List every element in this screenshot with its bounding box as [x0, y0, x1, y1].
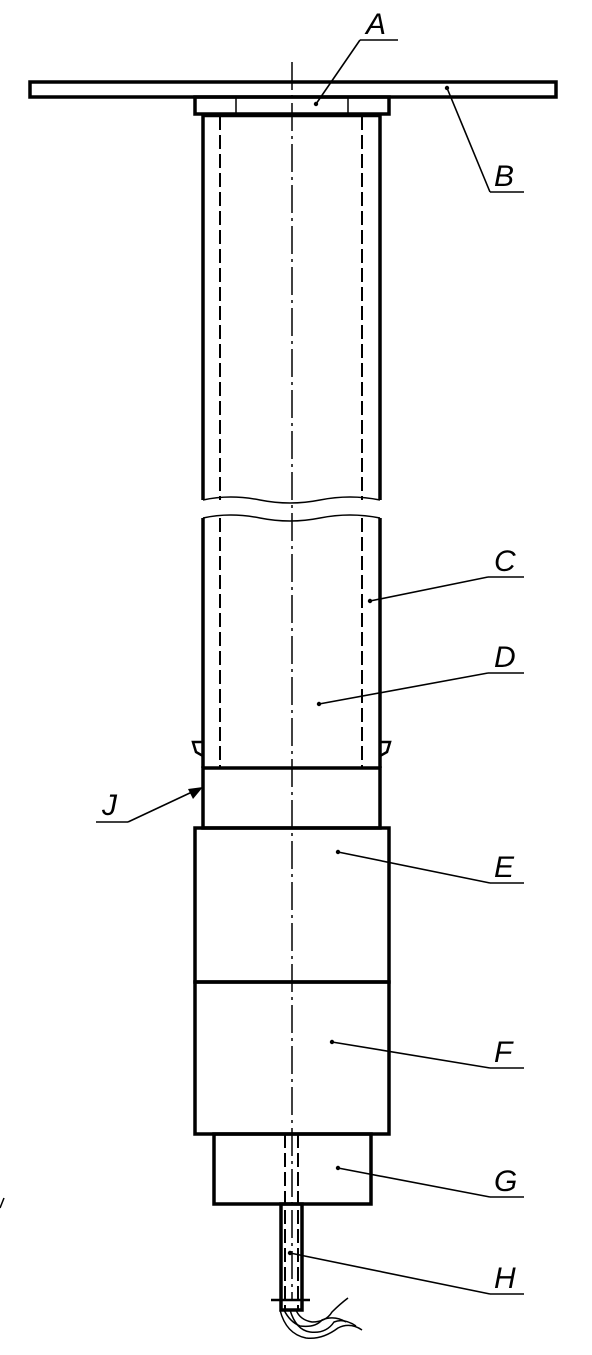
leader-f: [331, 1041, 491, 1069]
leader-j: [127, 791, 193, 823]
leader-e: [337, 851, 491, 884]
label-a: A: [364, 8, 386, 41]
clip-left: [191, 740, 204, 758]
leader-c: [369, 576, 489, 602]
leader-c-dot: [367, 598, 373, 604]
leader-b: [446, 87, 491, 193]
leader-f-dot: [329, 1039, 335, 1045]
leader-b-dot: [444, 85, 450, 91]
leader-g: [337, 1167, 491, 1198]
label-d: D: [494, 641, 516, 674]
label-b: B: [494, 160, 514, 193]
leader-e-dot: [335, 849, 341, 855]
label-f: F: [494, 1036, 514, 1069]
label-h: H: [494, 1262, 516, 1295]
wires: [279, 1309, 363, 1340]
label-c: C: [494, 545, 516, 578]
top-plate: [28, 80, 558, 99]
break-line-upper: [202, 496, 381, 504]
wires: [283, 1309, 347, 1328]
label-e: E: [494, 851, 515, 884]
break-line-lower: [202, 514, 381, 522]
leader-g-dot: [335, 1165, 341, 1171]
label-j: J: [101, 789, 118, 822]
leader-d-dot: [316, 701, 322, 707]
leader-d: [318, 672, 489, 705]
wires: [289, 1309, 357, 1334]
leader-a: [315, 39, 361, 105]
leader-j-arrowhead: [188, 787, 203, 799]
clip-right: [379, 740, 392, 758]
leader-a-dot: [313, 101, 319, 107]
leader-h-dot: [287, 1250, 293, 1256]
leader-h: [289, 1252, 491, 1295]
wires: [295, 1297, 349, 1323]
edge-mark: [0, 1197, 5, 1209]
label-g: G: [494, 1165, 517, 1198]
